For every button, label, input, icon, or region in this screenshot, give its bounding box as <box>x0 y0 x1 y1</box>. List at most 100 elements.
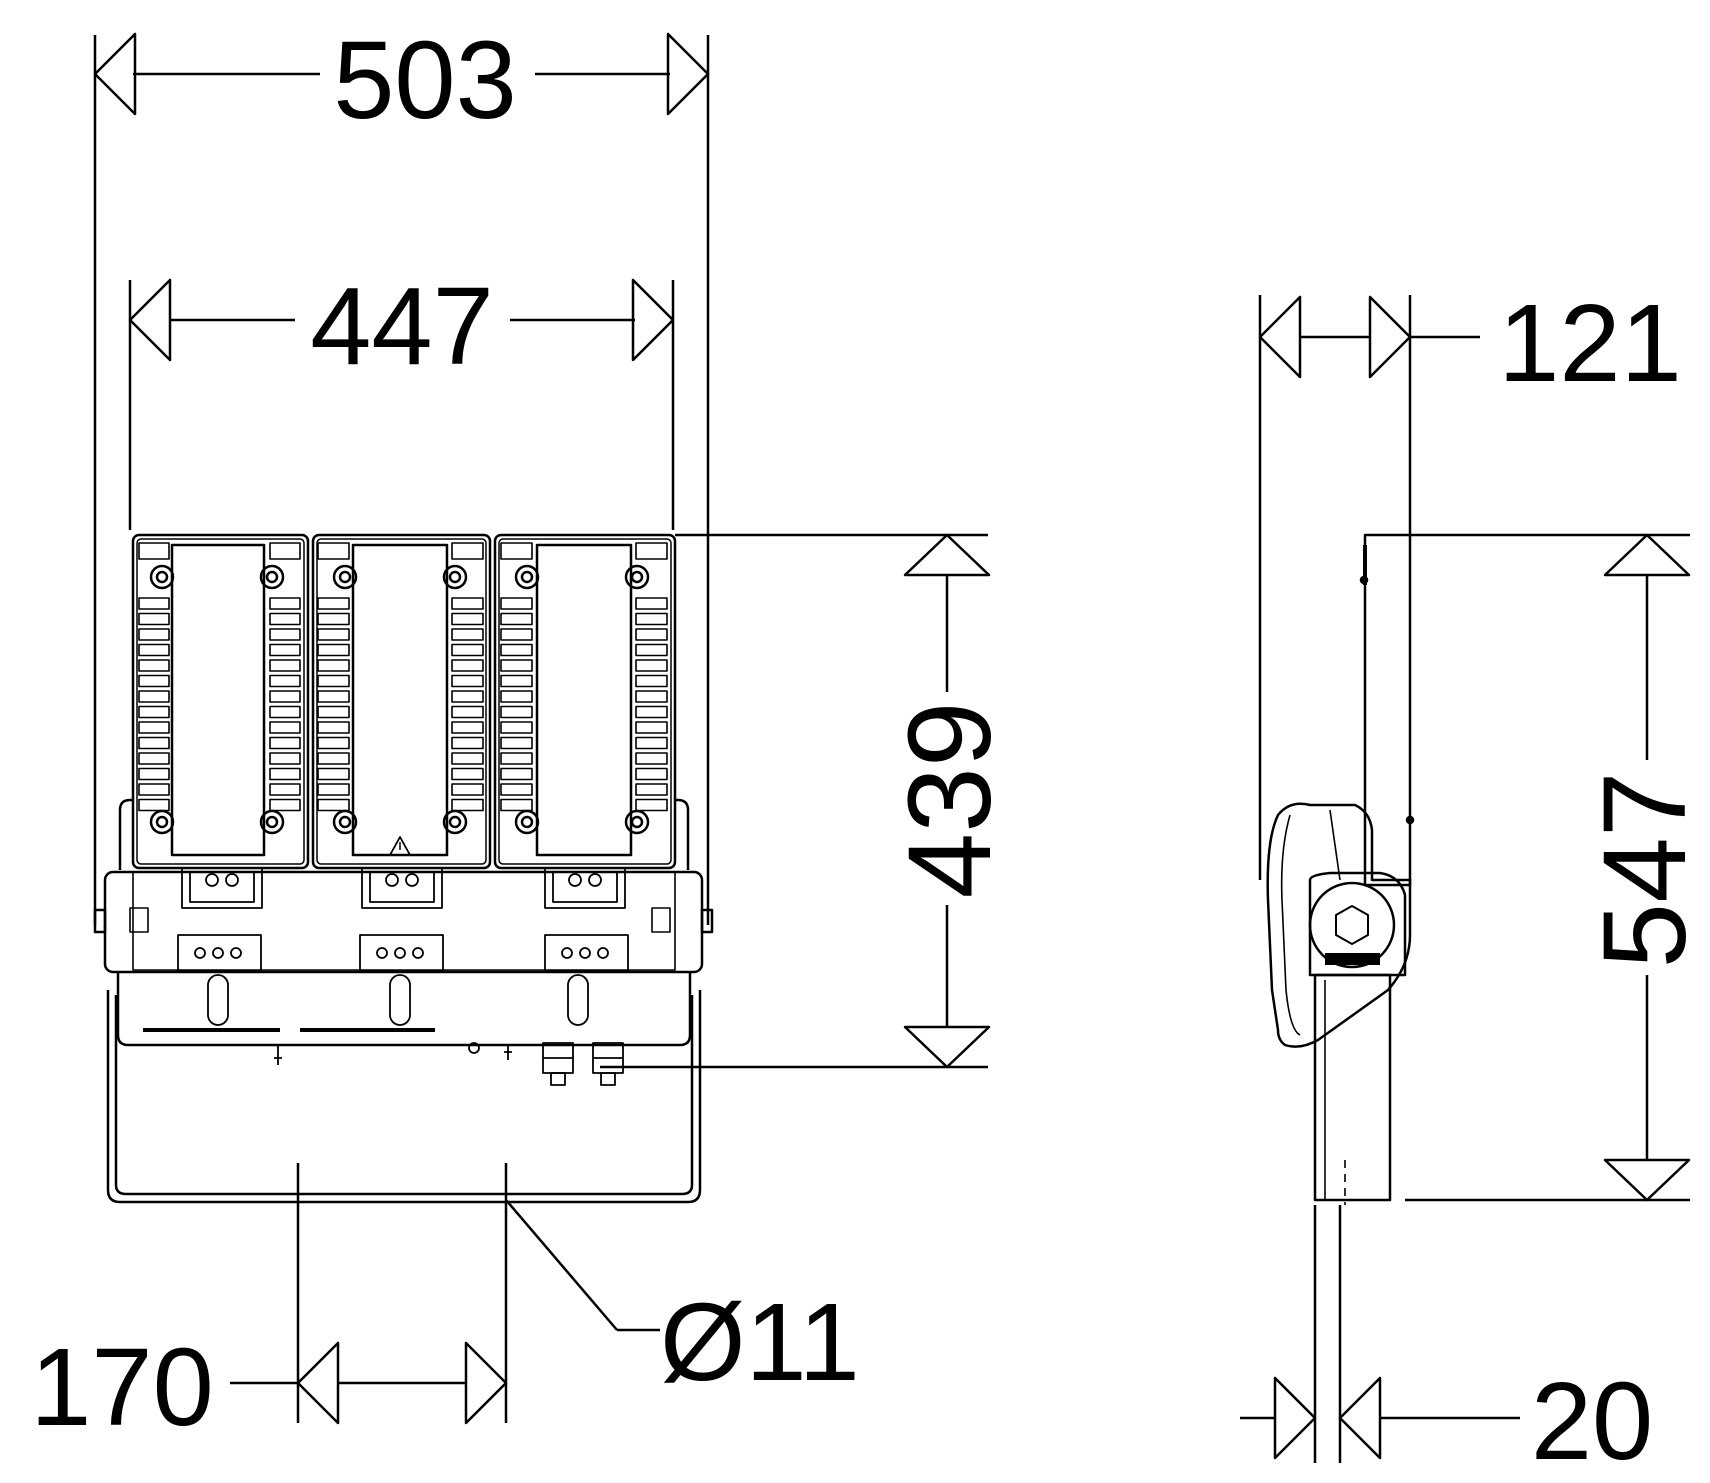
fin-slot <box>317 628 350 641</box>
fin-slot <box>635 659 668 672</box>
fin-slot <box>269 612 301 626</box>
fin-slot <box>451 736 484 750</box>
label-170: 170 <box>30 1326 214 1449</box>
fin-slot <box>317 597 350 610</box>
fin-slot <box>451 542 484 560</box>
fin-slot <box>451 674 484 688</box>
fin-slot <box>317 752 350 765</box>
tilt-slots <box>207 974 589 1026</box>
fin-slot <box>317 767 350 781</box>
label-447: 447 <box>310 265 494 388</box>
fin-slot <box>269 752 301 765</box>
cable-glands <box>274 1042 624 1086</box>
fin-slot <box>451 783 484 796</box>
fin-slot <box>269 597 301 610</box>
dimension-20 <box>1240 1205 1520 1463</box>
fin-slot <box>317 659 350 672</box>
fin-slot <box>451 798 484 812</box>
fin-slot <box>635 767 668 781</box>
fin-slot <box>138 783 170 796</box>
label-503: 503 <box>333 19 517 142</box>
heatsink-side <box>1363 533 1412 887</box>
dimension-121 <box>1258 295 1480 880</box>
dimension-439 <box>600 533 991 1069</box>
fin-slot <box>138 674 170 688</box>
fin-slot <box>317 721 350 734</box>
fin-slot <box>500 721 533 734</box>
fin-slot <box>138 597 170 610</box>
fin-slot <box>317 542 350 560</box>
fin-slot <box>500 783 533 796</box>
fin-slot <box>635 705 668 719</box>
fin-slot <box>635 542 668 560</box>
cooling-fins <box>138 542 668 812</box>
fin-slot <box>317 783 350 796</box>
fin-slot <box>451 705 484 719</box>
fin-slot <box>269 674 301 688</box>
fin-slot <box>269 659 301 672</box>
mounting-bracket <box>106 990 702 1204</box>
fin-slot <box>635 783 668 796</box>
fin-slot <box>635 597 668 610</box>
fin-slot <box>138 798 170 812</box>
housing-outline <box>118 798 690 870</box>
clamp-1 <box>181 867 263 909</box>
fin-slot <box>451 659 484 672</box>
fin-slot <box>451 721 484 734</box>
clamp-3 <box>544 867 626 909</box>
fin-slot <box>269 643 301 657</box>
fin-slot <box>269 542 301 560</box>
fin-slot <box>138 705 170 719</box>
fin-slot <box>451 643 484 657</box>
dimension-503 <box>93 32 710 925</box>
fin-slot <box>269 721 301 734</box>
fin-slot <box>138 721 170 734</box>
fin-slot <box>635 643 668 657</box>
fin-slot <box>500 705 533 719</box>
fin-slot <box>138 690 170 703</box>
fin-slot <box>635 612 668 626</box>
fin-slot <box>138 628 170 641</box>
fin-slot <box>317 736 350 750</box>
fin-slot <box>635 721 668 734</box>
fin-slot <box>635 798 668 812</box>
dimension-547 <box>1405 533 1691 1202</box>
fin-slot <box>500 690 533 703</box>
fin-slot <box>500 659 533 672</box>
fin-slot <box>138 542 170 560</box>
luminaire-side-view <box>1266 533 1415 1205</box>
label-547: 547 <box>1579 772 1710 969</box>
fin-slot <box>269 628 301 641</box>
fin-slot <box>317 612 350 626</box>
fin-slot <box>500 798 533 812</box>
fin-slot <box>269 767 301 781</box>
dimension-447 <box>128 278 675 530</box>
fin-slot <box>269 783 301 796</box>
pivot-bracket <box>1308 871 1407 977</box>
fin-slot <box>500 612 533 626</box>
fin-slot <box>269 798 301 812</box>
fin-slot <box>635 628 668 641</box>
fin-slot <box>451 690 484 703</box>
dimension-170 <box>230 1163 508 1425</box>
fin-slot <box>269 690 301 703</box>
pivot-hub <box>1308 881 1396 969</box>
label-hole-diameter: Ø11 <box>660 1281 860 1404</box>
fin-slot <box>500 542 533 560</box>
fin-slot <box>500 597 533 610</box>
bracket-arm <box>1313 973 1392 1202</box>
clamp-2 <box>361 867 443 909</box>
fin-slot <box>451 628 484 641</box>
fin-slot <box>138 659 170 672</box>
fin-slot <box>500 628 533 641</box>
fin-slot <box>500 736 533 750</box>
terminal-blocks <box>177 934 629 972</box>
fin-slot <box>269 705 301 719</box>
fin-slot <box>138 752 170 765</box>
fin-slot <box>451 597 484 610</box>
fin-slot <box>635 736 668 750</box>
fin-slot <box>317 798 350 812</box>
fin-slot <box>138 612 170 626</box>
housing-side <box>1266 802 1412 1048</box>
